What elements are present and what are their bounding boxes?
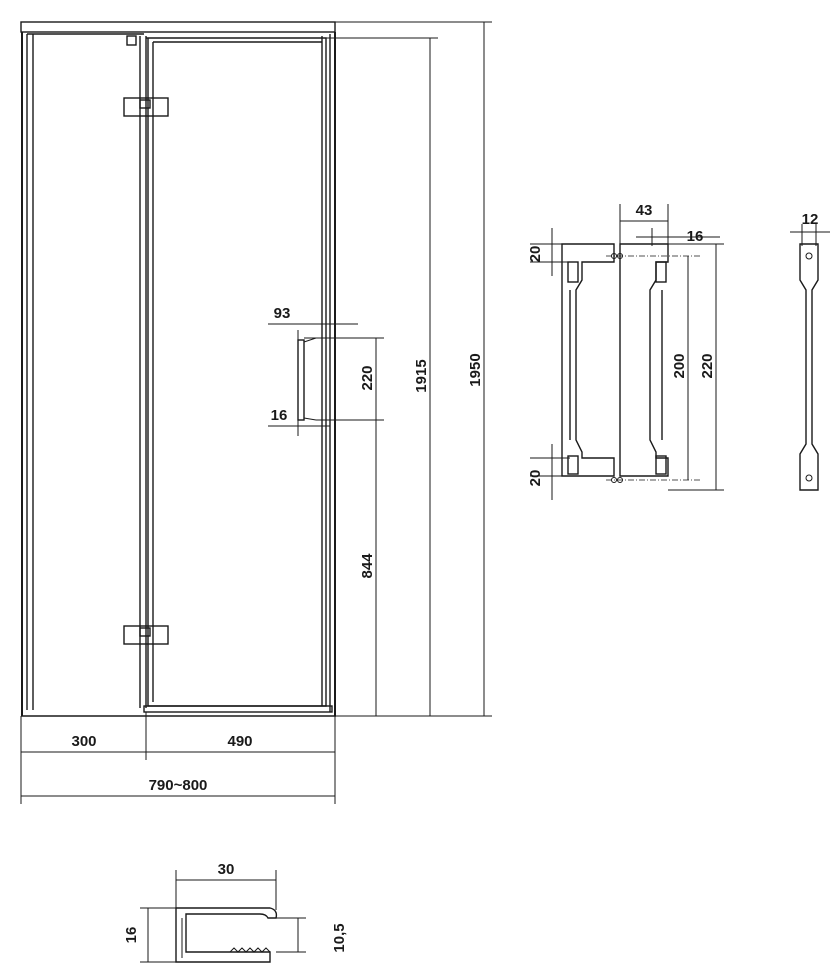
dim-total-height: 1950 — [467, 353, 484, 386]
top-clip — [126, 35, 137, 46]
dim-detail-bottom-mount: 20 — [527, 470, 544, 487]
profile-shape — [175, 907, 278, 963]
top-rail — [20, 21, 336, 33]
dim-fixed-width: 300 — [71, 733, 96, 750]
dim-detail-projection: 43 — [636, 202, 653, 219]
dim-detail-thickness: 16 — [687, 228, 704, 245]
dim-glass-height: 1915 — [413, 359, 430, 392]
door-elevation: 93 16 220 844 1915 1950 300 490 790~800 — [20, 21, 492, 804]
dim-handle-length: 220 — [359, 365, 376, 390]
door-handle — [297, 337, 317, 421]
dim-side-width: 12 — [802, 211, 819, 228]
dim-profile-height: 16 — [123, 927, 140, 944]
handle-detail: 43 16 20 20 200 2 — [527, 202, 724, 500]
dim-door-width: 490 — [227, 733, 252, 750]
profile-section: 30 16 10,5 — [123, 861, 348, 963]
dim-detail-top-mount: 20 — [527, 246, 544, 263]
dim-handle-height: 844 — [359, 553, 376, 579]
hinge-top — [123, 97, 169, 117]
dim-profile-width: 30 — [218, 861, 235, 878]
dim-detail-overall-length: 220 — [699, 353, 716, 378]
handle-inner-half — [619, 243, 669, 477]
dim-detail-grip-length: 200 — [671, 353, 688, 378]
dim-handle-offset: 16 — [271, 407, 288, 424]
hinge-bottom — [123, 625, 169, 645]
door-leaf — [146, 37, 327, 707]
dim-handle-projection: 93 — [274, 305, 291, 322]
handle-outer-half — [561, 243, 615, 477]
dim-total-width: 790~800 — [149, 777, 208, 794]
bottom-sweep — [143, 705, 333, 713]
dim-profile-inner-height: 10,5 — [331, 923, 348, 952]
handle-side-profile — [799, 243, 819, 491]
handle-side-view: 12 — [790, 211, 830, 491]
